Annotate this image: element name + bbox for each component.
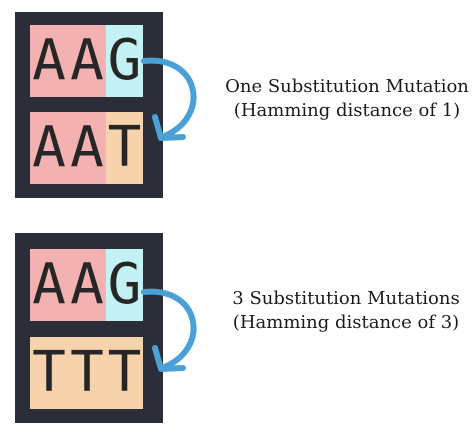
caption-2: 3 Substitution Mutations (Hamming distan… xyxy=(218,287,474,335)
caption-2-subtitle: (Hamming distance of 3) xyxy=(232,312,460,333)
base-cell: T xyxy=(30,337,68,409)
arrow-head-1 xyxy=(152,114,186,141)
base-cell: A xyxy=(68,25,106,97)
caption-1-subtitle: (Hamming distance of 1) xyxy=(233,100,461,121)
mutation-arrow-2 xyxy=(141,288,197,371)
base-cell: A xyxy=(68,112,106,184)
base-cell: A xyxy=(68,249,106,321)
to-sequence-1: A A T xyxy=(30,112,143,184)
base-cell: A xyxy=(30,249,68,321)
base-cell: G xyxy=(106,249,143,321)
to-sequence-2: T T T xyxy=(30,337,143,409)
base-cell: G xyxy=(106,25,143,97)
arrow-head-2 xyxy=(152,345,186,372)
caption-1: One Substitution Mutation (Hamming dista… xyxy=(220,75,474,123)
from-sequence-1: A A G xyxy=(30,25,143,97)
base-cell: A xyxy=(30,25,68,97)
from-sequence-2: A A G xyxy=(30,249,143,321)
caption-1-title: One Substitution Mutation xyxy=(225,76,469,97)
base-cell: A xyxy=(30,112,68,184)
base-cell: T xyxy=(68,337,106,409)
base-cell: T xyxy=(106,337,143,409)
mutation-arrow-1 xyxy=(141,57,197,140)
base-cell: T xyxy=(106,112,143,184)
caption-2-title: 3 Substitution Mutations xyxy=(232,288,460,309)
